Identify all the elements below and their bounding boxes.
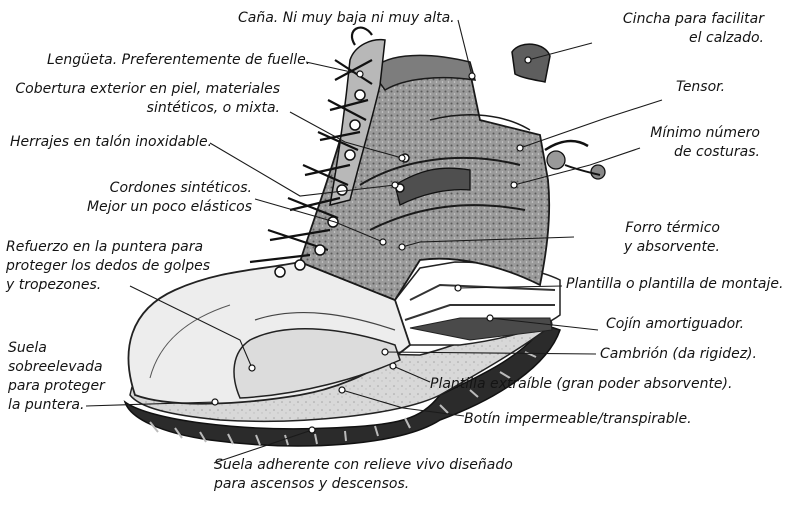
label-plantilla-montaje: Plantilla o plantilla de montaje. xyxy=(566,276,784,292)
label-suela-sobreelevada: Suela sobreelevada para proteger la punt… xyxy=(8,340,105,413)
label-cambrion: Cambrión (da rigidez). xyxy=(600,346,757,362)
label-cana: Caña. Ni muy baja ni muy alta. xyxy=(238,10,455,26)
toe-cap xyxy=(233,328,401,399)
label-tensor: Tensor. xyxy=(676,79,726,95)
leader-lines xyxy=(85,19,663,464)
label-botin: Botín impermeable/transpirable. xyxy=(464,411,692,427)
tread-pattern xyxy=(149,351,537,446)
cushion-layer xyxy=(409,317,553,341)
ankle-strap xyxy=(394,167,471,206)
label-plantilla-extraible: Plantilla extraíble (gran poder absorven… xyxy=(430,376,733,392)
label-refuerzo: Refuerzo en la puntera para proteger los… xyxy=(6,239,210,293)
laces xyxy=(249,26,373,264)
label-cobertura: Cobertura exterior en piel, materiales s… xyxy=(15,81,280,116)
label-herrajes: Herrajes en talón inoxidable. xyxy=(10,134,213,150)
tensor-strap xyxy=(544,139,589,152)
label-costuras: Mínimo número de costuras. xyxy=(650,125,760,160)
pointer-dots xyxy=(211,56,532,434)
label-cincha: Cincha para facilitar el calzado. xyxy=(622,11,764,46)
label-forro: Forro térmico y absorvente. xyxy=(623,220,720,255)
label-cordones: Cordones sintéticos. Mejor un poco elást… xyxy=(86,180,252,215)
label-lengueta: Lengüeta. Preferentemente de fuelle. xyxy=(47,52,311,68)
collar xyxy=(371,54,477,91)
label-cojin: Cojín amortiguador. xyxy=(606,316,745,332)
label-suela-adherente: Suela adherente con relieve vivo diseñad… xyxy=(214,457,513,492)
pull-loop xyxy=(511,43,551,83)
